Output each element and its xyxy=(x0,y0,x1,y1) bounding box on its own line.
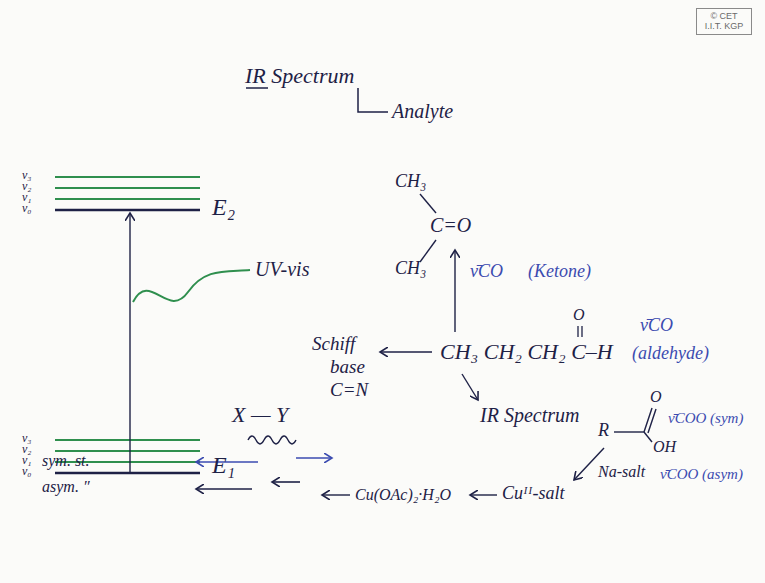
heading: IR Spectrum xyxy=(245,64,354,88)
mode-label: sym. st. xyxy=(42,452,90,470)
formula: C=O xyxy=(430,214,471,236)
bond-label: X — Y xyxy=(232,403,288,427)
level-label: ν₀ xyxy=(22,202,32,215)
atom-label: O xyxy=(573,306,585,324)
note: IR Spectrum xyxy=(480,404,579,426)
frequency-label: ν̄CO xyxy=(470,262,503,282)
formula: CH₃ xyxy=(395,259,426,279)
note: Schiff xyxy=(312,334,355,355)
atom-label: R xyxy=(598,421,609,441)
formula: CH₃ CH₂ CH₂ C–H xyxy=(440,340,613,364)
technique-label: UV-vis xyxy=(255,258,309,280)
mode-label: asym. ″ xyxy=(42,478,90,496)
state-label: E₂ xyxy=(212,194,235,220)
atom-label: O xyxy=(650,388,662,406)
state-label: E₁ xyxy=(212,452,235,478)
note: Analyte xyxy=(392,100,453,122)
watermark-box: © CET I.I.T. KGP xyxy=(696,8,752,35)
frequency-label: ν̄CO xyxy=(640,316,673,336)
note: Na-salt xyxy=(598,463,645,481)
level-label: ν₀ xyxy=(22,465,32,478)
note: (Ketone) xyxy=(528,262,591,282)
note: base xyxy=(330,357,365,378)
note: (aldehyde) xyxy=(632,344,709,364)
watermark-text: © CET I.I.T. KGP xyxy=(705,11,744,31)
formula: Cuᴵᴵ-salt xyxy=(502,484,564,504)
frequency-label: ν̄COO (asym) xyxy=(660,466,743,483)
frequency-label: ν̄COO (sym) xyxy=(668,410,743,427)
formula: C=N xyxy=(330,380,368,401)
formula: CH₃ xyxy=(395,172,426,192)
formula: Cu(OAc)₂·H₂O xyxy=(355,486,451,504)
atom-label: OH xyxy=(653,438,676,456)
